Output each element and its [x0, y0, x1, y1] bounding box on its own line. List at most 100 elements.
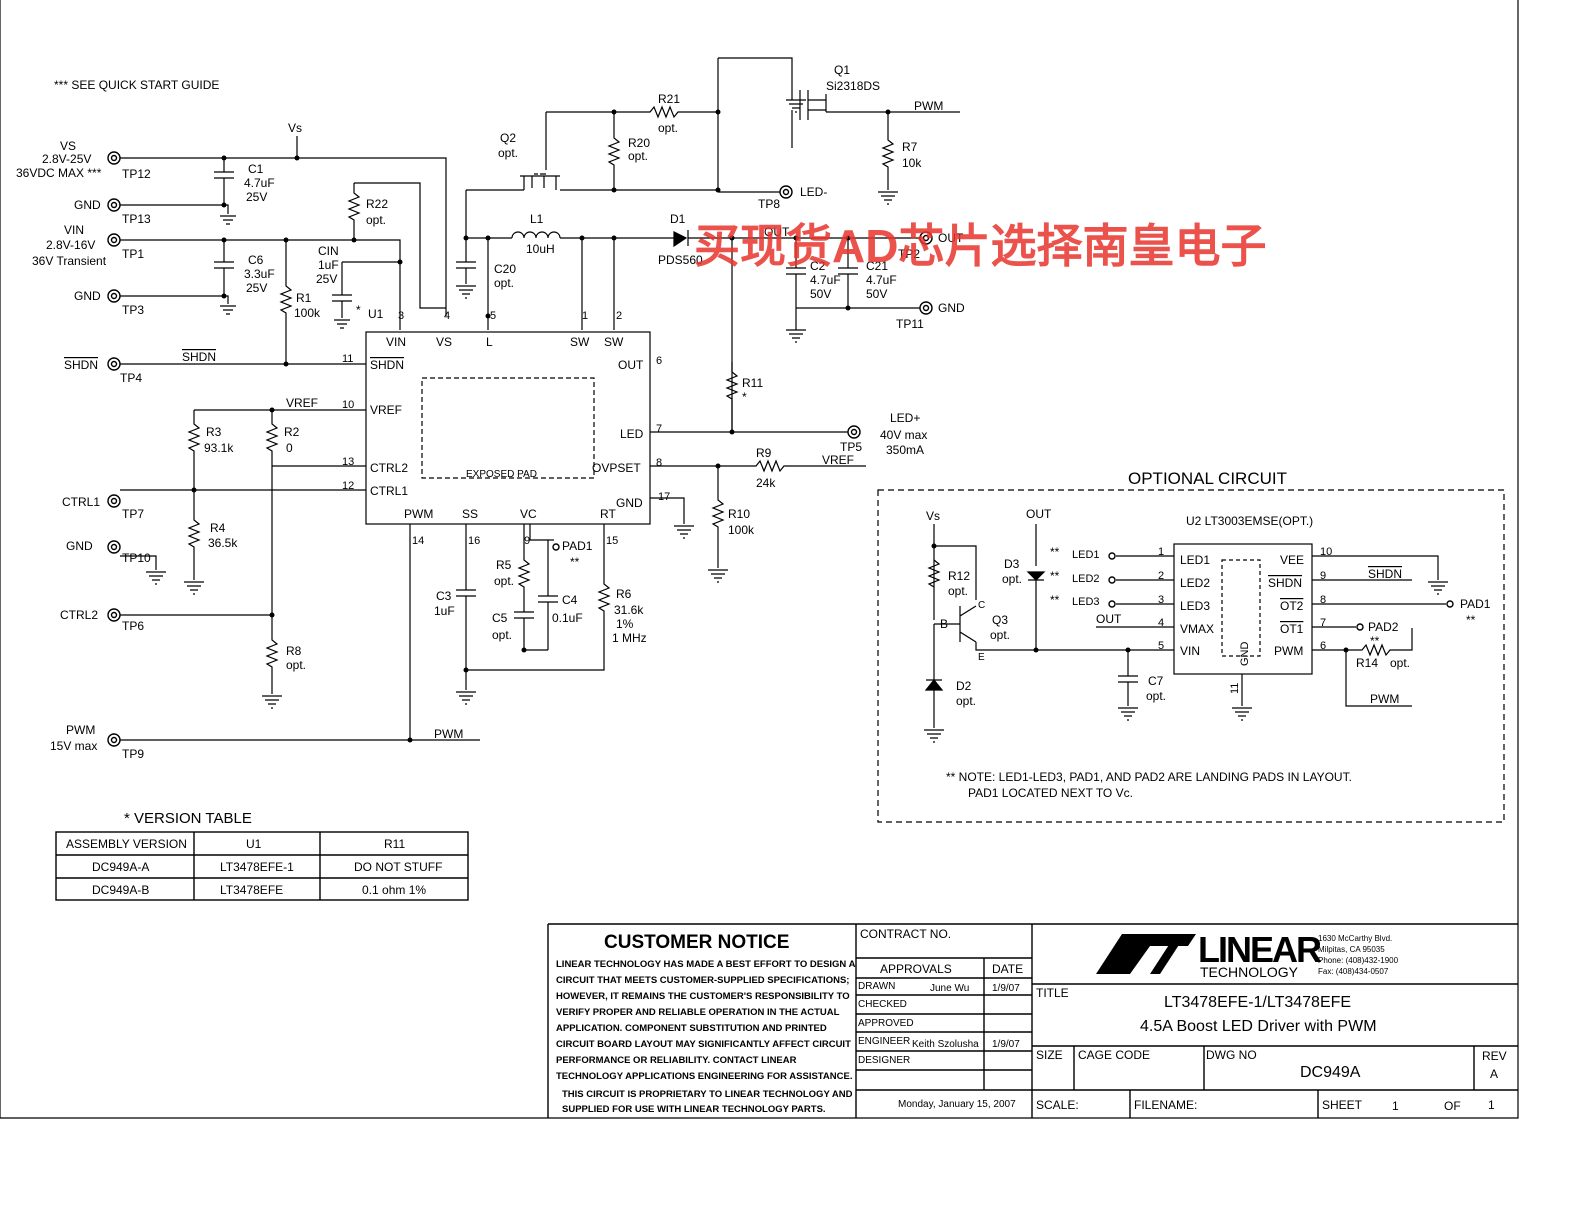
print-date: Monday, January 15, 2007 [898, 1099, 1016, 1110]
r8-value: opt. [286, 658, 306, 672]
q1-ref: Q1 [834, 63, 850, 77]
u1-pinnum: 14 [412, 535, 424, 547]
notice-line: LINEAR TECHNOLOGY HAS MADE A BEST EFFORT… [556, 959, 856, 970]
vin-transient: 36V Transient [32, 254, 107, 268]
notice-line: CIRCUIT BOARD LAYOUT MAY SIGNIFICANTLY A… [556, 1039, 851, 1050]
title-label: TITLE [1036, 986, 1069, 1000]
r1-value: 100k [294, 306, 321, 320]
engineer-name: Keith Szolusha [912, 1039, 979, 1050]
linear-logo-sub: TECHNOLOGY [1200, 964, 1299, 980]
opt-net-shdn: SHDN [1368, 567, 1402, 581]
u1-exposed-pad: EXPOSED PAD [466, 469, 537, 480]
c1-value: 4.7uF [244, 176, 275, 190]
c2-rating: 50V [810, 287, 831, 301]
tp5-label: TP5 [840, 440, 862, 454]
tp13-label: TP13 [122, 212, 151, 226]
u1-pin-vs: VS [436, 335, 452, 349]
gnd-label-3: GND [66, 539, 93, 553]
u1-pin-led: LED [620, 427, 644, 441]
u2-pinnum: 4 [1158, 617, 1164, 629]
net-vs: Vs [288, 121, 302, 135]
drawing-title-2: 4.5A Boost LED Driver with PWM [1140, 1018, 1377, 1035]
c6-value: 3.3uF [244, 267, 275, 281]
u1-pin-ctrl1: CTRL1 [370, 484, 408, 498]
footnote-line2: PAD1 LOCATED NEXT TO Vc. [968, 786, 1133, 800]
net-vref: VREF [286, 396, 318, 410]
proprietary-line: SUPPLIED FOR USE WITH LINEAR TECHNOLOGY … [562, 1104, 826, 1115]
notice-line: TECHNOLOGY APPLICATIONS ENGINEERING FOR … [556, 1071, 852, 1082]
quickstart-note: *** SEE QUICK START GUIDE [54, 78, 219, 92]
d1-ref: D1 [670, 212, 686, 226]
u2-pin-ot1: OT1 [1280, 622, 1304, 636]
c3-ref: C3 [436, 589, 452, 603]
ctrl2-label: CTRL2 [60, 608, 98, 622]
led1-pad: LED1 [1072, 549, 1100, 561]
address-line: Milpitas, CA 95035 [1318, 945, 1385, 954]
tp6-label: TP6 [122, 619, 144, 633]
dwg-no-label: DWG NO [1206, 1048, 1257, 1062]
r1-ref: R1 [296, 291, 312, 305]
u1-pin-ctrl2: CTRL2 [370, 461, 408, 475]
out-label: OUT [938, 231, 964, 245]
opt-pad1-stars: ** [1466, 613, 1476, 627]
approved-label: APPROVED [858, 1018, 914, 1029]
opt-vs-label: Vs [926, 509, 940, 523]
opt-out-label: OUT [1026, 507, 1052, 521]
of-label: OF [1444, 1099, 1461, 1113]
r9-value: 24k [756, 476, 776, 490]
drawn-by: June Wu [930, 983, 969, 994]
r6-value: 31.6k [614, 603, 644, 617]
u1-pinnum: 2 [616, 310, 622, 322]
c5-value: opt. [492, 628, 512, 642]
d3-ref: D3 [1004, 557, 1020, 571]
drawn-date: 1/9/07 [992, 983, 1020, 994]
notice-line: VERIFY PROPER AND RELIABLE OPERATION IN … [556, 1007, 840, 1018]
c4-value: 0.1uF [552, 611, 583, 625]
gnd-label-1: GND [74, 198, 101, 212]
u2-pinnum: 1 [1158, 546, 1164, 558]
scale-label: SCALE: [1036, 1098, 1079, 1112]
opt-pad2-stars: ** [1370, 634, 1380, 648]
d2-ref: D2 [956, 679, 972, 693]
led1-stars: ** [1050, 545, 1060, 559]
u2-pin-led2: LED2 [1180, 576, 1210, 590]
net-out: OUT [764, 225, 790, 239]
u2-pin-led1: LED1 [1180, 553, 1210, 567]
sheet-label: SHEET [1322, 1098, 1363, 1112]
u1-pinnum: 17 [658, 491, 670, 503]
led-voltage: 40V max [880, 428, 927, 442]
led3-pad: LED3 [1072, 596, 1100, 608]
r12-ref: R12 [948, 569, 970, 583]
u2-pinnum: 10 [1320, 546, 1332, 558]
optional-circuit-title: OPTIONAL CIRCUIT [1128, 469, 1287, 488]
shdn-label: SHDN [64, 358, 98, 372]
tp11-label: TP11 [896, 317, 924, 331]
version-cell: DC949A-A [92, 860, 149, 874]
u2-pinnum: 8 [1320, 594, 1326, 606]
sheet-total: 1 [1488, 1098, 1495, 1112]
q2-ref: Q2 [500, 131, 516, 145]
r2-ref: R2 [284, 425, 300, 439]
c7-ref: C7 [1148, 674, 1164, 688]
u1-pinnum: 15 [606, 535, 618, 547]
c2-ref: C2 [810, 259, 826, 273]
u1-pin-rt: RT [600, 507, 616, 521]
c5-ref: C5 [492, 611, 508, 625]
u2-pin-vmax: VMAX [1180, 622, 1214, 636]
cin-rating: 25V [316, 272, 337, 286]
u2-pinnum: 2 [1158, 570, 1164, 582]
ctrl1-label: CTRL1 [62, 495, 100, 509]
linear-logo-text: LINEAR [1198, 929, 1322, 970]
gnd-label-2: GND [74, 289, 101, 303]
r22-ref: R22 [366, 197, 388, 211]
u2-pin-gnd: GND [1239, 642, 1251, 667]
r4-ref: R4 [210, 521, 226, 535]
r5-value: opt. [494, 574, 514, 588]
c20-value: opt. [494, 276, 514, 290]
designer-label: DESIGNER [858, 1055, 910, 1066]
u2-pinnum: 6 [1320, 640, 1326, 652]
u1-pin-sw1: SW [570, 335, 590, 349]
u1-pinnum: 8 [656, 457, 662, 469]
c7-value: opt. [1146, 689, 1166, 703]
led2-stars: ** [1050, 569, 1060, 583]
